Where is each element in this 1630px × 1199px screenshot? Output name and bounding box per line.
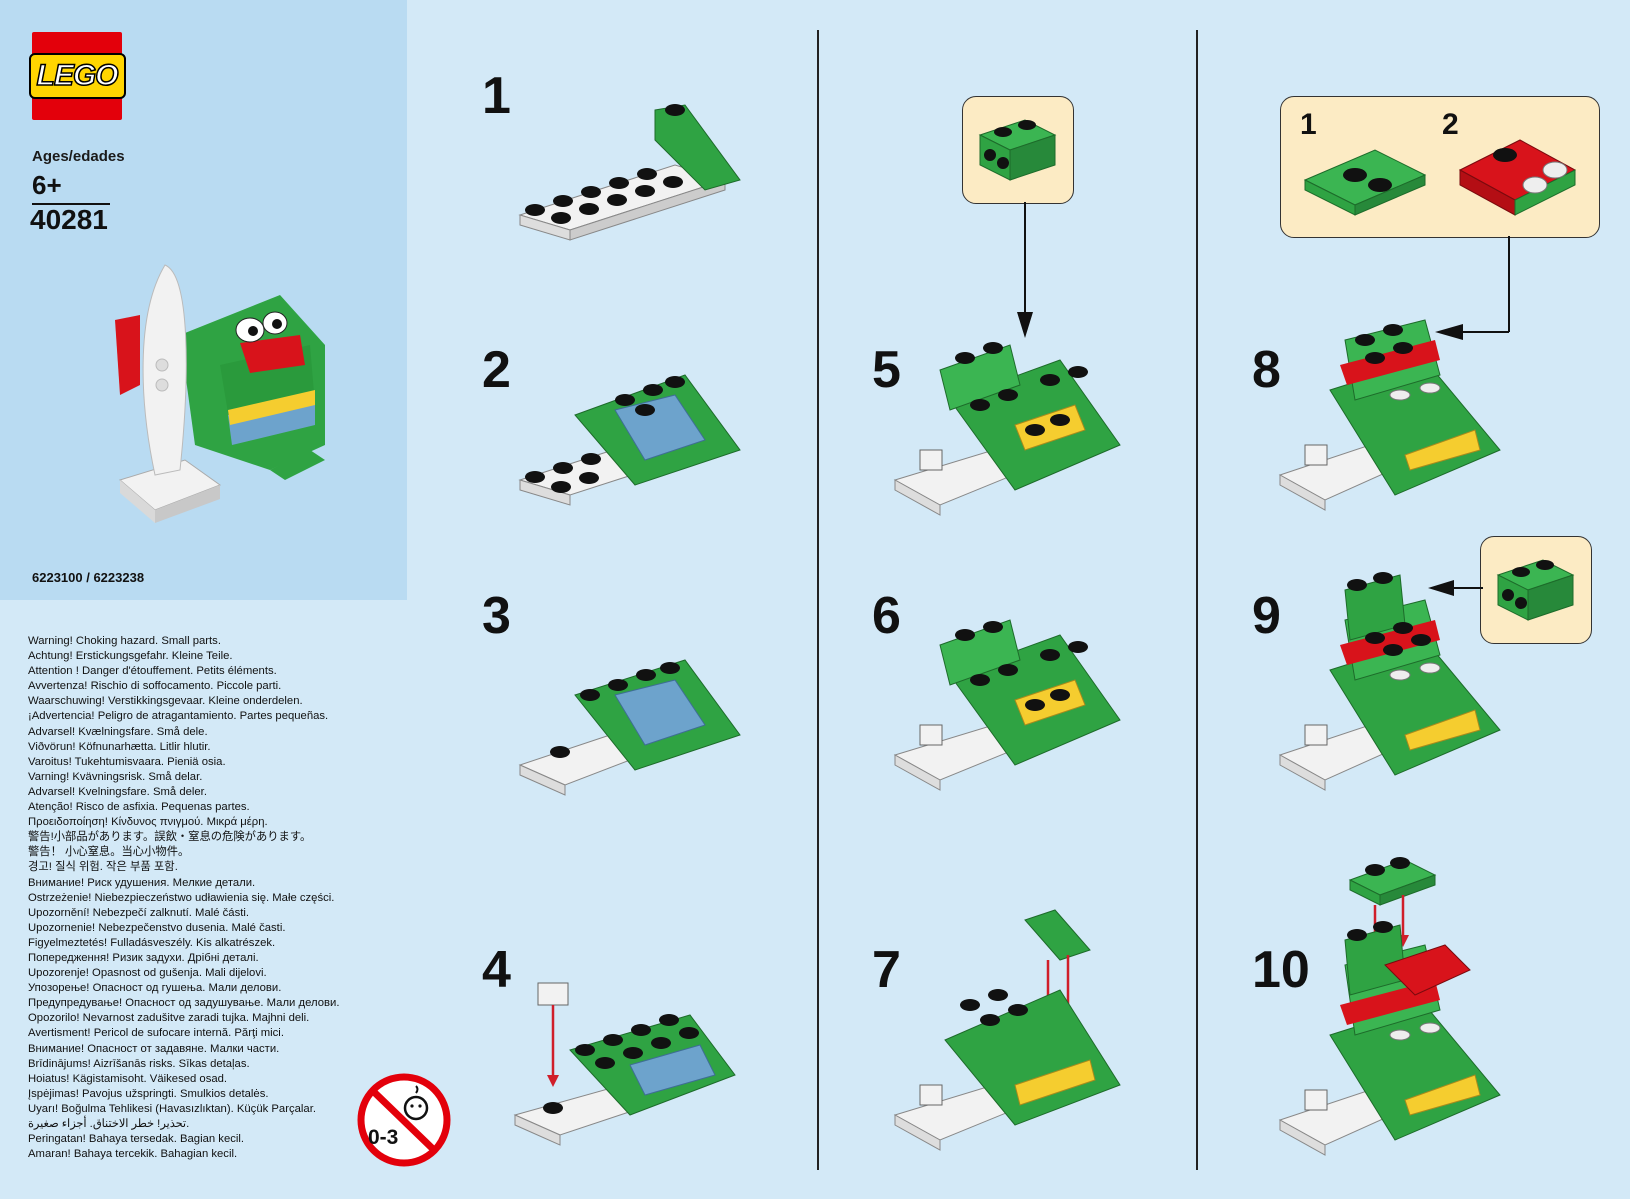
ages-label: Ages/edades	[32, 148, 125, 165]
lego-logo: LEGO	[28, 32, 126, 120]
warning-line: ¡Advertencia! Peligro de atragantamiento…	[28, 710, 329, 723]
warning-line: Upozornenie! Nebezpečenstvo dusenia. Mal…	[28, 921, 286, 934]
warning-line: Advarsel! Kvelningsfare. Små deler.	[28, 785, 207, 798]
part-numbers: 6223100 / 6223238	[32, 570, 145, 585]
step-9-part-image	[1496, 559, 1575, 621]
step-10-image	[1278, 857, 1501, 1156]
warning-line: Advarsel! Kvælningsfare. Små dele.	[28, 725, 208, 738]
column-divider	[817, 30, 819, 1170]
warning-line: Achtung! Erstickungsgefahr. Kleine Teile…	[28, 650, 233, 663]
set-number: 40281	[30, 204, 108, 235]
step-3-image	[518, 659, 741, 796]
warning-line: Ostrzeżenie! Niebezpieczeństwo udławieni…	[28, 891, 335, 904]
step-number: 10	[1252, 941, 1310, 999]
warning-line: Figyelmeztetés! Fulladásveszély. Kis alk…	[28, 936, 276, 949]
step-8-part-2-image	[1458, 139, 1577, 216]
step-4-image	[513, 982, 736, 1146]
warning-line: Brīdinājums! Aizrīšanās risks. Sīkas det…	[28, 1057, 250, 1070]
warning-line: Внимание! Риск удушения. Мелкие детали.	[28, 876, 256, 889]
warning-line: Atenção! Risco de asfixia. Pequenas part…	[28, 801, 250, 814]
warning-line: Upozornění! Nebezpečí zalknutí. Malé čás…	[28, 906, 250, 919]
sub-step-number: 2	[1442, 108, 1459, 141]
warning-line: Hoiatus! Kägistamisoht. Väikesed osad.	[28, 1072, 228, 1085]
step-1-image	[518, 104, 741, 241]
step-8-part-1-image	[1303, 149, 1427, 216]
step-number: 3	[482, 587, 511, 645]
warning-line: Opozorilo! Nevarnost zadušitve zaradi tu…	[28, 1012, 310, 1025]
warning-line: Попередження! Ризик задухи. Дрібні детал…	[28, 951, 259, 964]
step-number: 4	[482, 941, 511, 999]
step-5-image	[893, 342, 1121, 516]
age-warning-label: 0-3	[368, 1126, 398, 1149]
step-7-image	[893, 909, 1121, 1151]
warning-line: Warning! Choking hazard. Small parts.	[28, 635, 221, 647]
step-5-part-image	[978, 119, 1057, 181]
warning-line: Peringatan! Bahaya tersedak. Bagian keci…	[28, 1133, 245, 1146]
step-8-image	[1278, 319, 1501, 511]
finished-model-image	[115, 264, 325, 523]
warning-line: Упозорење! Опасност од гушења. Мали дело…	[28, 982, 282, 995]
step-9-arrow	[1428, 580, 1483, 596]
warning-line: Varning! Kvävningsrisk. Små delar.	[28, 770, 203, 783]
warning-line: Įspėjimas! Pavojus užspringti. Smulkios …	[28, 1087, 269, 1100]
warning-line: 警告！ 小心窒息。当心小物件。	[28, 846, 190, 859]
step-number: 6	[872, 587, 901, 645]
lego-logo-text: LEGO	[28, 53, 126, 99]
warning-line: 警告!小部品があります。誤飲・窒息の危険があります。	[28, 831, 312, 844]
step-number: 2	[482, 341, 511, 399]
warning-line: Amaran! Bahaya tercekik. Bahagian kecil.	[28, 1148, 238, 1161]
ages-divider	[32, 203, 110, 205]
step-number: 7	[872, 941, 901, 999]
warning-line: Attention ! Danger d'étouffement. Petits…	[28, 665, 277, 678]
column-divider	[1196, 30, 1198, 1170]
warning-line: تحذير! خطر الاختناق. أجزاء صغيرة.	[28, 1118, 190, 1130]
step-9-image	[1278, 572, 1501, 791]
step-6-image	[893, 619, 1121, 791]
warning-line: Предупредување! Опасност од задушување. …	[28, 997, 340, 1010]
sub-step-number: 1	[1300, 108, 1317, 141]
step-number: 9	[1252, 587, 1281, 645]
warning-line: Uyarı! Boğulma Tehlikesi (Havasızlıktan)…	[28, 1102, 316, 1115]
warning-line: 경고! 질식 위험. 작은 부품 포함.	[28, 861, 178, 874]
warning-line: Waarschuwing! Verstikkingsgevaar. Kleine…	[28, 695, 303, 708]
choking-hazard-warnings: Warning! Choking hazard. Small parts. Ac…	[28, 634, 398, 1162]
step-2-image	[518, 374, 741, 506]
ages-value: 6+	[32, 170, 62, 200]
warning-line: Varoitus! Tukehtumisvaara. Pieniä osia.	[28, 755, 226, 768]
step-5-arrow	[1017, 202, 1033, 338]
warning-line: Avertisment! Pericol de sufocare internă…	[28, 1027, 284, 1040]
warning-line: Внимание! Опасност от задавяне. Малки ча…	[28, 1042, 280, 1055]
warning-line: Viðvörun! Köfnunarhætta. Litlir hlutir.	[28, 740, 211, 753]
step-8-arrow	[1435, 236, 1510, 340]
step-number: 5	[872, 341, 901, 399]
warning-line: Προειδοποίηση! Κίνδυνος πνιγμού. Μικρά μ…	[28, 816, 268, 829]
warning-line: Upozorenje! Opasnost od gušenja. Mali di…	[28, 967, 267, 980]
step-number: 8	[1252, 341, 1281, 399]
no-under-3-icon: 0-3	[357, 1073, 451, 1167]
step-number: 1	[482, 67, 511, 125]
warning-line: Avvertenza! Rischio di soffocamento. Pic…	[28, 680, 282, 693]
